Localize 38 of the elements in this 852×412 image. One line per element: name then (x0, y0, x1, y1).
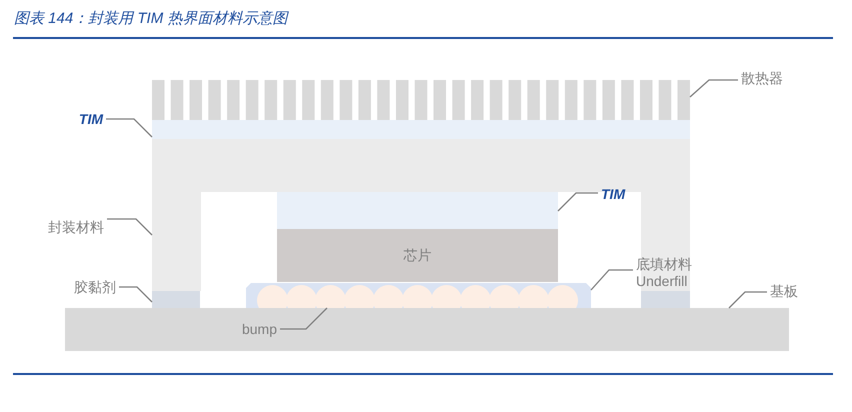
leader-line (728, 291, 767, 308)
solder-bump (257, 284, 288, 308)
part-label: 基板 (770, 282, 798, 300)
tim-layer (152, 120, 690, 139)
part-label: bump (242, 320, 277, 338)
part-label: TIM (601, 186, 626, 202)
part-label: 底填材料 Underfill (636, 256, 700, 290)
solder-bump (431, 284, 462, 308)
solder-bump (547, 284, 578, 308)
chip-die (277, 229, 558, 282)
heat-sink (152, 80, 690, 120)
figure-title: 图表 144：封装用 TIM 热界面材料示意图 (14, 9, 288, 29)
underfill-layer (246, 283, 591, 308)
solder-bump (518, 284, 549, 308)
leader-line (590, 269, 633, 290)
tim-layer (277, 192, 558, 229)
solder-bump (402, 284, 433, 308)
part-label: 胶黏剂 (74, 278, 116, 296)
part-label: TIM (78, 110, 103, 128)
solder-bump (315, 284, 346, 308)
part-label: 散热器 (741, 70, 783, 86)
solder-bump (489, 284, 520, 308)
leader-line (558, 192, 598, 212)
solder-bump (286, 284, 317, 308)
adhesive-layer (152, 291, 200, 308)
substrate (65, 308, 789, 351)
solder-bump (373, 284, 404, 308)
solder-bump (460, 284, 491, 308)
leader-line (119, 286, 152, 302)
part-label: 封装材料 (48, 218, 104, 236)
leader-line (106, 118, 152, 138)
chip-label: 芯片 (404, 247, 432, 264)
solder-bump (344, 284, 375, 308)
package-encapsulant (152, 139, 690, 291)
leader-line (690, 79, 738, 98)
leader-line (107, 218, 152, 236)
leader-line (280, 308, 328, 330)
adhesive-layer (641, 291, 690, 308)
